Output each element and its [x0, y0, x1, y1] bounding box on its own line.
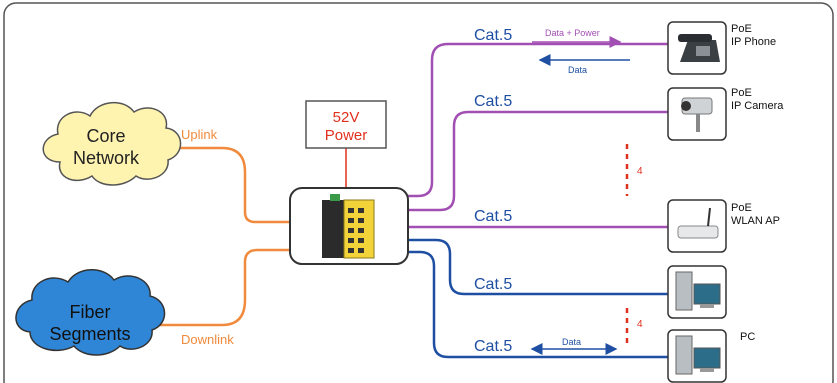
- phone-label-2: IP Phone: [731, 36, 776, 48]
- uplink-cable: [150, 146, 290, 224]
- poe-count-label: 4: [637, 166, 643, 177]
- camera-label-2: IP Camera: [731, 100, 784, 112]
- ip-phone-device: [667, 21, 727, 75]
- cable-label-ap: Cat.5: [474, 208, 512, 225]
- poe-switch-device: [322, 194, 375, 259]
- core-cloud-label-1: Core: [86, 126, 125, 146]
- core-network-cloud: [42, 102, 182, 186]
- power-label-voltage: 52V: [333, 109, 360, 126]
- cable-label-camera: Cat.5: [474, 93, 512, 110]
- diagram-frame: [3, 2, 834, 383]
- phone-label-1: PoE: [731, 23, 752, 35]
- camera-label-1: PoE: [731, 87, 752, 99]
- downlink-cable: [150, 248, 290, 327]
- pc-label: PC: [740, 331, 755, 343]
- fiber-cloud-label-1: Fiber: [69, 302, 110, 322]
- ap-label-2: WLAN AP: [731, 215, 780, 227]
- ap-label-1: PoE: [731, 202, 752, 214]
- ip-camera-device: [667, 87, 727, 141]
- power-box: [305, 100, 387, 149]
- power-label-text: Power: [325, 127, 368, 144]
- cable-camera: [408, 110, 668, 212]
- data-power-label: Data + Power: [545, 28, 600, 38]
- wlan-ap-device: [667, 199, 727, 253]
- pc-count-label: 4: [637, 319, 643, 330]
- data-pc-label: Data: [562, 337, 581, 347]
- cable-label-pc2: Cat.5: [474, 338, 512, 355]
- cable-phone: [408, 42, 668, 198]
- downlink-label: Downlink: [181, 332, 234, 347]
- cable-pc1: [408, 238, 668, 296]
- data-back-label: Data: [568, 65, 587, 75]
- core-cloud-label-2: Network: [73, 148, 140, 168]
- cable-pc2: [408, 250, 668, 359]
- fiber-cloud-label-2: Segments: [49, 324, 130, 344]
- pc-device-1: [667, 265, 727, 319]
- pc-device-2: [667, 329, 727, 383]
- fiber-segments-cloud: [15, 269, 166, 356]
- cable-label-pc1: Cat.5: [474, 276, 512, 293]
- cable-label-phone: Cat.5: [474, 27, 512, 44]
- uplink-label: Uplink: [181, 127, 218, 142]
